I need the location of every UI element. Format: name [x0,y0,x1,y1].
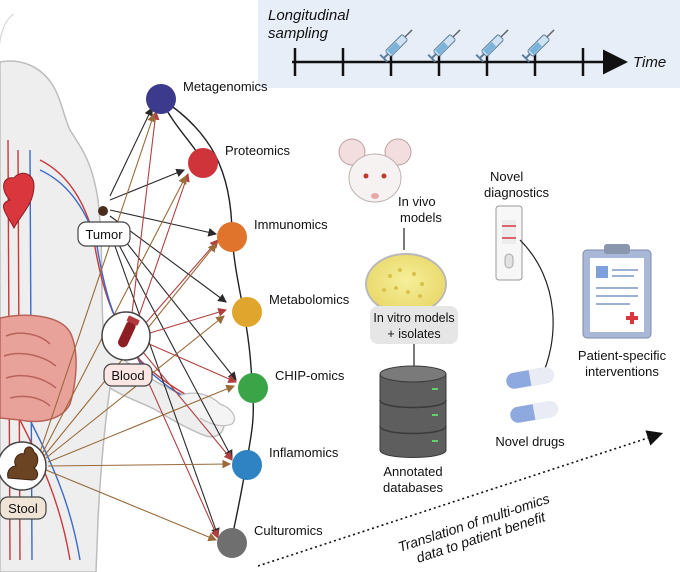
omics-node-circle [238,373,268,403]
omics-node-label: Immunomics [254,217,328,232]
omics-nodes: MetagenomicsProteomicsImmunomicsMetabolo… [146,79,350,558]
in-vitro-line2: + isolates [387,327,440,341]
omics-node-circle [217,528,247,558]
blood-label-box [103,363,153,387]
omics-node: Inflamomics [232,445,339,480]
drugs-label: Novel drugs [495,434,565,449]
in-vivo-line2: models [400,210,442,225]
patient-line2: interventions [585,364,659,379]
tumor-icon [98,206,108,216]
outcomes-connector [519,239,554,381]
time-axis-label: Time [633,54,666,71]
omics-node-circle [188,148,218,178]
in-vitro-models: In vitro models + isolates [365,253,458,344]
syringe-icon [521,29,555,63]
diagnostics-line2: diagnostics [484,185,550,200]
omics-node-label: Inflamomics [269,445,339,460]
patient-line1: Patient-specific [578,348,667,363]
intestines-icon [0,314,77,423]
omics-connector-line [159,97,254,547]
sample-to-omics-arrows [39,107,238,542]
tumor-label-box [77,221,131,247]
timeline-title-line2: sampling [268,25,329,42]
novel-diagnostics: Novel diagnostics [484,169,550,281]
blood-sample: Blood [101,311,153,387]
omics-node-circle [217,222,247,252]
syringe-icon [379,29,413,63]
omics-node-label: Culturomics [254,523,323,538]
omics-node-label: Metabolomics [269,292,350,307]
omics-node: Metabolomics [232,292,350,327]
clipboard-icon [582,244,652,339]
pill-icon [506,367,558,423]
databases-line1: Annotated [383,464,442,479]
omics-node: Culturomics [217,523,323,558]
in-vivo-line1: In vivo [398,194,436,209]
human-body-illustration [0,13,235,572]
omics-node-circle [232,450,262,480]
stool-sample: Stool [0,441,47,520]
timeline-title-line1: Longitudinal [268,7,350,24]
translation-arrow [257,430,664,567]
blood-label: Blood [111,368,144,383]
tumor-sample: Tumor [77,221,131,247]
diagnostics-line1: Novel [490,169,523,184]
omics-node: Metagenomics [146,79,268,114]
omics-node-circle [146,84,176,114]
stool-label: Stool [8,501,38,516]
head-outline [0,13,15,70]
timeline-panel: Longitudinal sampling Time [258,0,680,88]
omics-node: CHIP-omics [238,368,345,403]
test-strip-icon [495,205,523,281]
database-icon [379,365,447,458]
colonies [382,268,424,298]
omics-node-circle [232,297,262,327]
omics-node-label: CHIP-omics [275,368,345,383]
databases-line2: databases [383,480,443,495]
omics-node-label: Metagenomics [183,79,268,94]
in-vivo-models: In vivo models [338,138,442,225]
omics-node-label: Proteomics [225,143,291,158]
syringe-icon [475,29,509,63]
omics-node: Proteomics [188,143,291,178]
syringe-icon [427,29,461,63]
tumor-label: Tumor [85,227,123,242]
heart-icon [3,172,35,230]
petri-dish-icon [365,253,447,315]
translation-text: Translation of multi-omics data to patie… [396,490,552,566]
in-vitro-label-box [370,306,458,344]
stool-label-box [0,496,47,520]
stool-icon [7,446,39,481]
mouse-icon [338,138,412,203]
in-vitro-line1: In vitro models [373,311,454,325]
blood-tube-icon [118,315,140,348]
omics-node: Immunomics [217,217,328,252]
